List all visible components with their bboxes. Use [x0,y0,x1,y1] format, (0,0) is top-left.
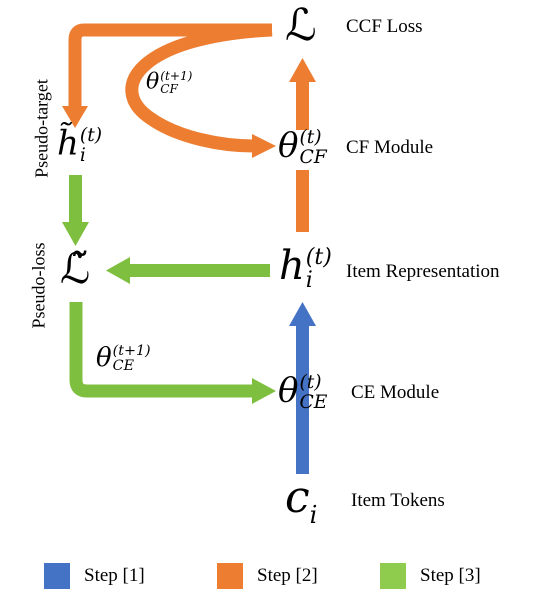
theta-cf-next-sub: CF [160,81,178,96]
theta-cf-next-label: θ(t+1)CF [146,69,193,96]
arrow-representation-to-cf [296,170,309,232]
ccf-loss-symbol: ℒ [285,0,317,51]
ce-module-label: CE Module [351,382,440,403]
pseudo-target-symbol: h̃(t)i [57,123,102,166]
legend-step-1-label: Step [1] [84,565,145,586]
item-representation-sup: (t) [305,245,332,270]
pseudo-loss-side-label: Pseudo-loss [28,242,49,329]
legend-step-1: Step [1] [44,563,145,589]
item-tokens-label: Item Tokens [351,490,445,511]
legend-step-2-swatch [217,563,243,589]
arrow-tokens-to-representation [289,302,316,474]
arrow-pseudo-target-to-pseudo-loss [62,175,89,246]
ce-module-sup: (t) [299,372,322,393]
cf-module-sub: CF [299,146,327,168]
theta-ce-next-sup: (t+1) [112,343,151,359]
item-representation-symbol: h(t)i [279,243,332,294]
ccf-loss-label: CCF Loss [346,16,423,37]
legend-step-3-label: Step [3] [420,565,481,586]
arrow-cf-to-loss [289,58,316,130]
arrow-loss-to-pseudo-target [62,23,272,128]
pseudo-target-side-label: Pseudo-target [31,79,52,178]
pseudo-loss-symbol: ℒ̃ [60,244,91,293]
legend-step-3-swatch [380,563,406,589]
legend-step-2-label: Step [2] [257,565,318,586]
ce-module-sub: CE [299,391,328,413]
legend-step-3: Step [3] [380,563,481,589]
item-representation-label: Item Representation [346,261,500,282]
pseudo-target-sup: (t) [79,125,102,146]
item-representation-sub: i [305,268,313,294]
theta-ce-next-sub: CE [112,358,135,374]
arrow-pseudo-loss-to-ce [69,302,276,404]
cf-module-label: CF Module [346,137,434,158]
legend-step-2: Step [2] [217,563,318,589]
arrow-representation-to-pseudo-loss [106,257,270,284]
theta-cf-next-sup: (t+1) [160,69,193,83]
theta-ce-next-label: θ(t+1)CE [96,343,151,374]
arrow-loss-update-cf [125,23,276,158]
item-tokens-sub: i [309,500,318,529]
legend-step-1-swatch [44,563,70,589]
item-tokens-symbol: ci [285,472,318,529]
cf-module-sup: (t) [299,127,322,148]
pseudo-target-sub: i [79,144,86,166]
ce-module-symbol: θ(t)CE [278,370,328,413]
cf-module-symbol: θ(t)CF [278,125,327,168]
